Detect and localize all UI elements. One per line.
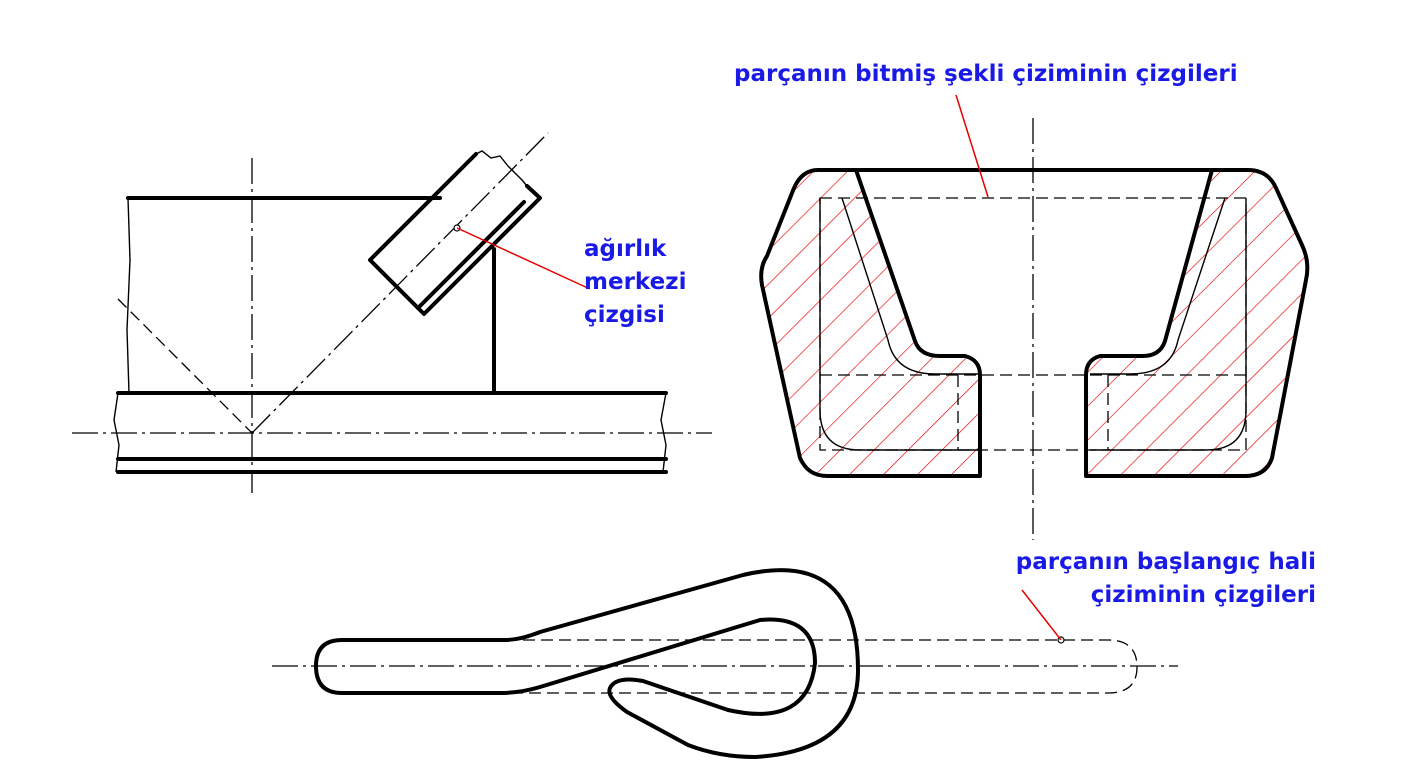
hidden-diagonal	[117, 298, 253, 434]
base-plate	[113, 391, 668, 474]
center-of-gravity-label-line-1: ağırlık	[584, 236, 667, 262]
inclined-centerline	[251, 132, 549, 434]
finished-shape-leader	[955, 94, 989, 198]
initial-state-label: parçanın başlangıç hali çiziminin çizgil…	[1016, 546, 1316, 612]
part-section-figure	[759, 94, 1310, 540]
hook-outline	[314, 568, 860, 759]
finished-outline	[759, 168, 1310, 478]
initial-state-lines	[819, 197, 1247, 451]
hook-figure	[272, 568, 1178, 759]
inclined-member	[368, 150, 542, 316]
center-of-gravity-leader	[456, 227, 591, 290]
finished-shape-label: parçanın bitmiş şekli çiziminin çizgiler…	[734, 61, 1238, 87]
weld-joint-figure	[72, 132, 712, 493]
initial-state-label-line-1: parçanın başlangıç hali	[1015, 549, 1316, 575]
center-of-gravity-label: ağırlık merkezi çizgisi	[584, 233, 686, 332]
hatched-section	[761, 170, 1308, 476]
initial-state-leader	[1021, 589, 1062, 641]
center-of-gravity-label-line-2: merkezi	[584, 269, 687, 295]
initial-bar-outline	[500, 639, 1138, 694]
center-of-gravity-label-line-3: çizgisi	[584, 302, 665, 328]
initial-state-label-line-2: çiziminin çizgileri	[1090, 582, 1316, 608]
vertical-plate	[126, 196, 442, 394]
